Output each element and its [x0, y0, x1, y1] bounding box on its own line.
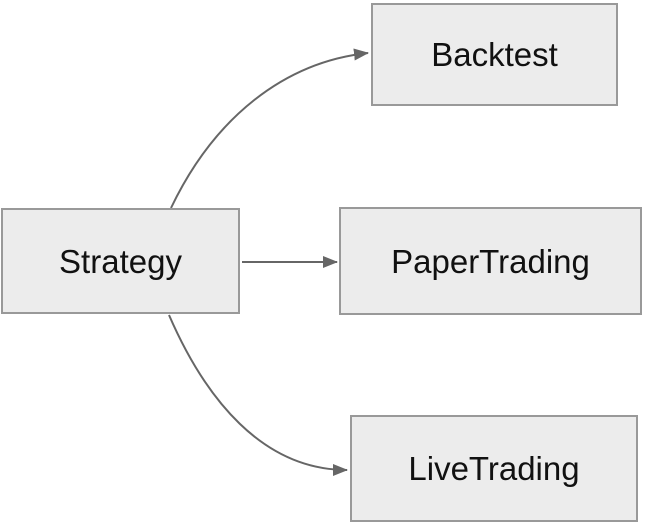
- node-papertrading: PaperTrading: [339, 207, 642, 315]
- node-strategy-label: Strategy: [59, 242, 182, 280]
- edge-strategy-livetrading: [168, 314, 348, 476]
- node-papertrading-label: PaperTrading: [391, 242, 590, 280]
- node-livetrading-label: LiveTrading: [408, 450, 580, 487]
- node-strategy: Strategy: [1, 208, 240, 314]
- node-livetrading: LiveTrading: [350, 415, 638, 522]
- edge-strategy-backtest: [170, 48, 369, 209]
- node-backtest-label: Backtest: [431, 36, 558, 73]
- node-backtest: Backtest: [371, 3, 618, 106]
